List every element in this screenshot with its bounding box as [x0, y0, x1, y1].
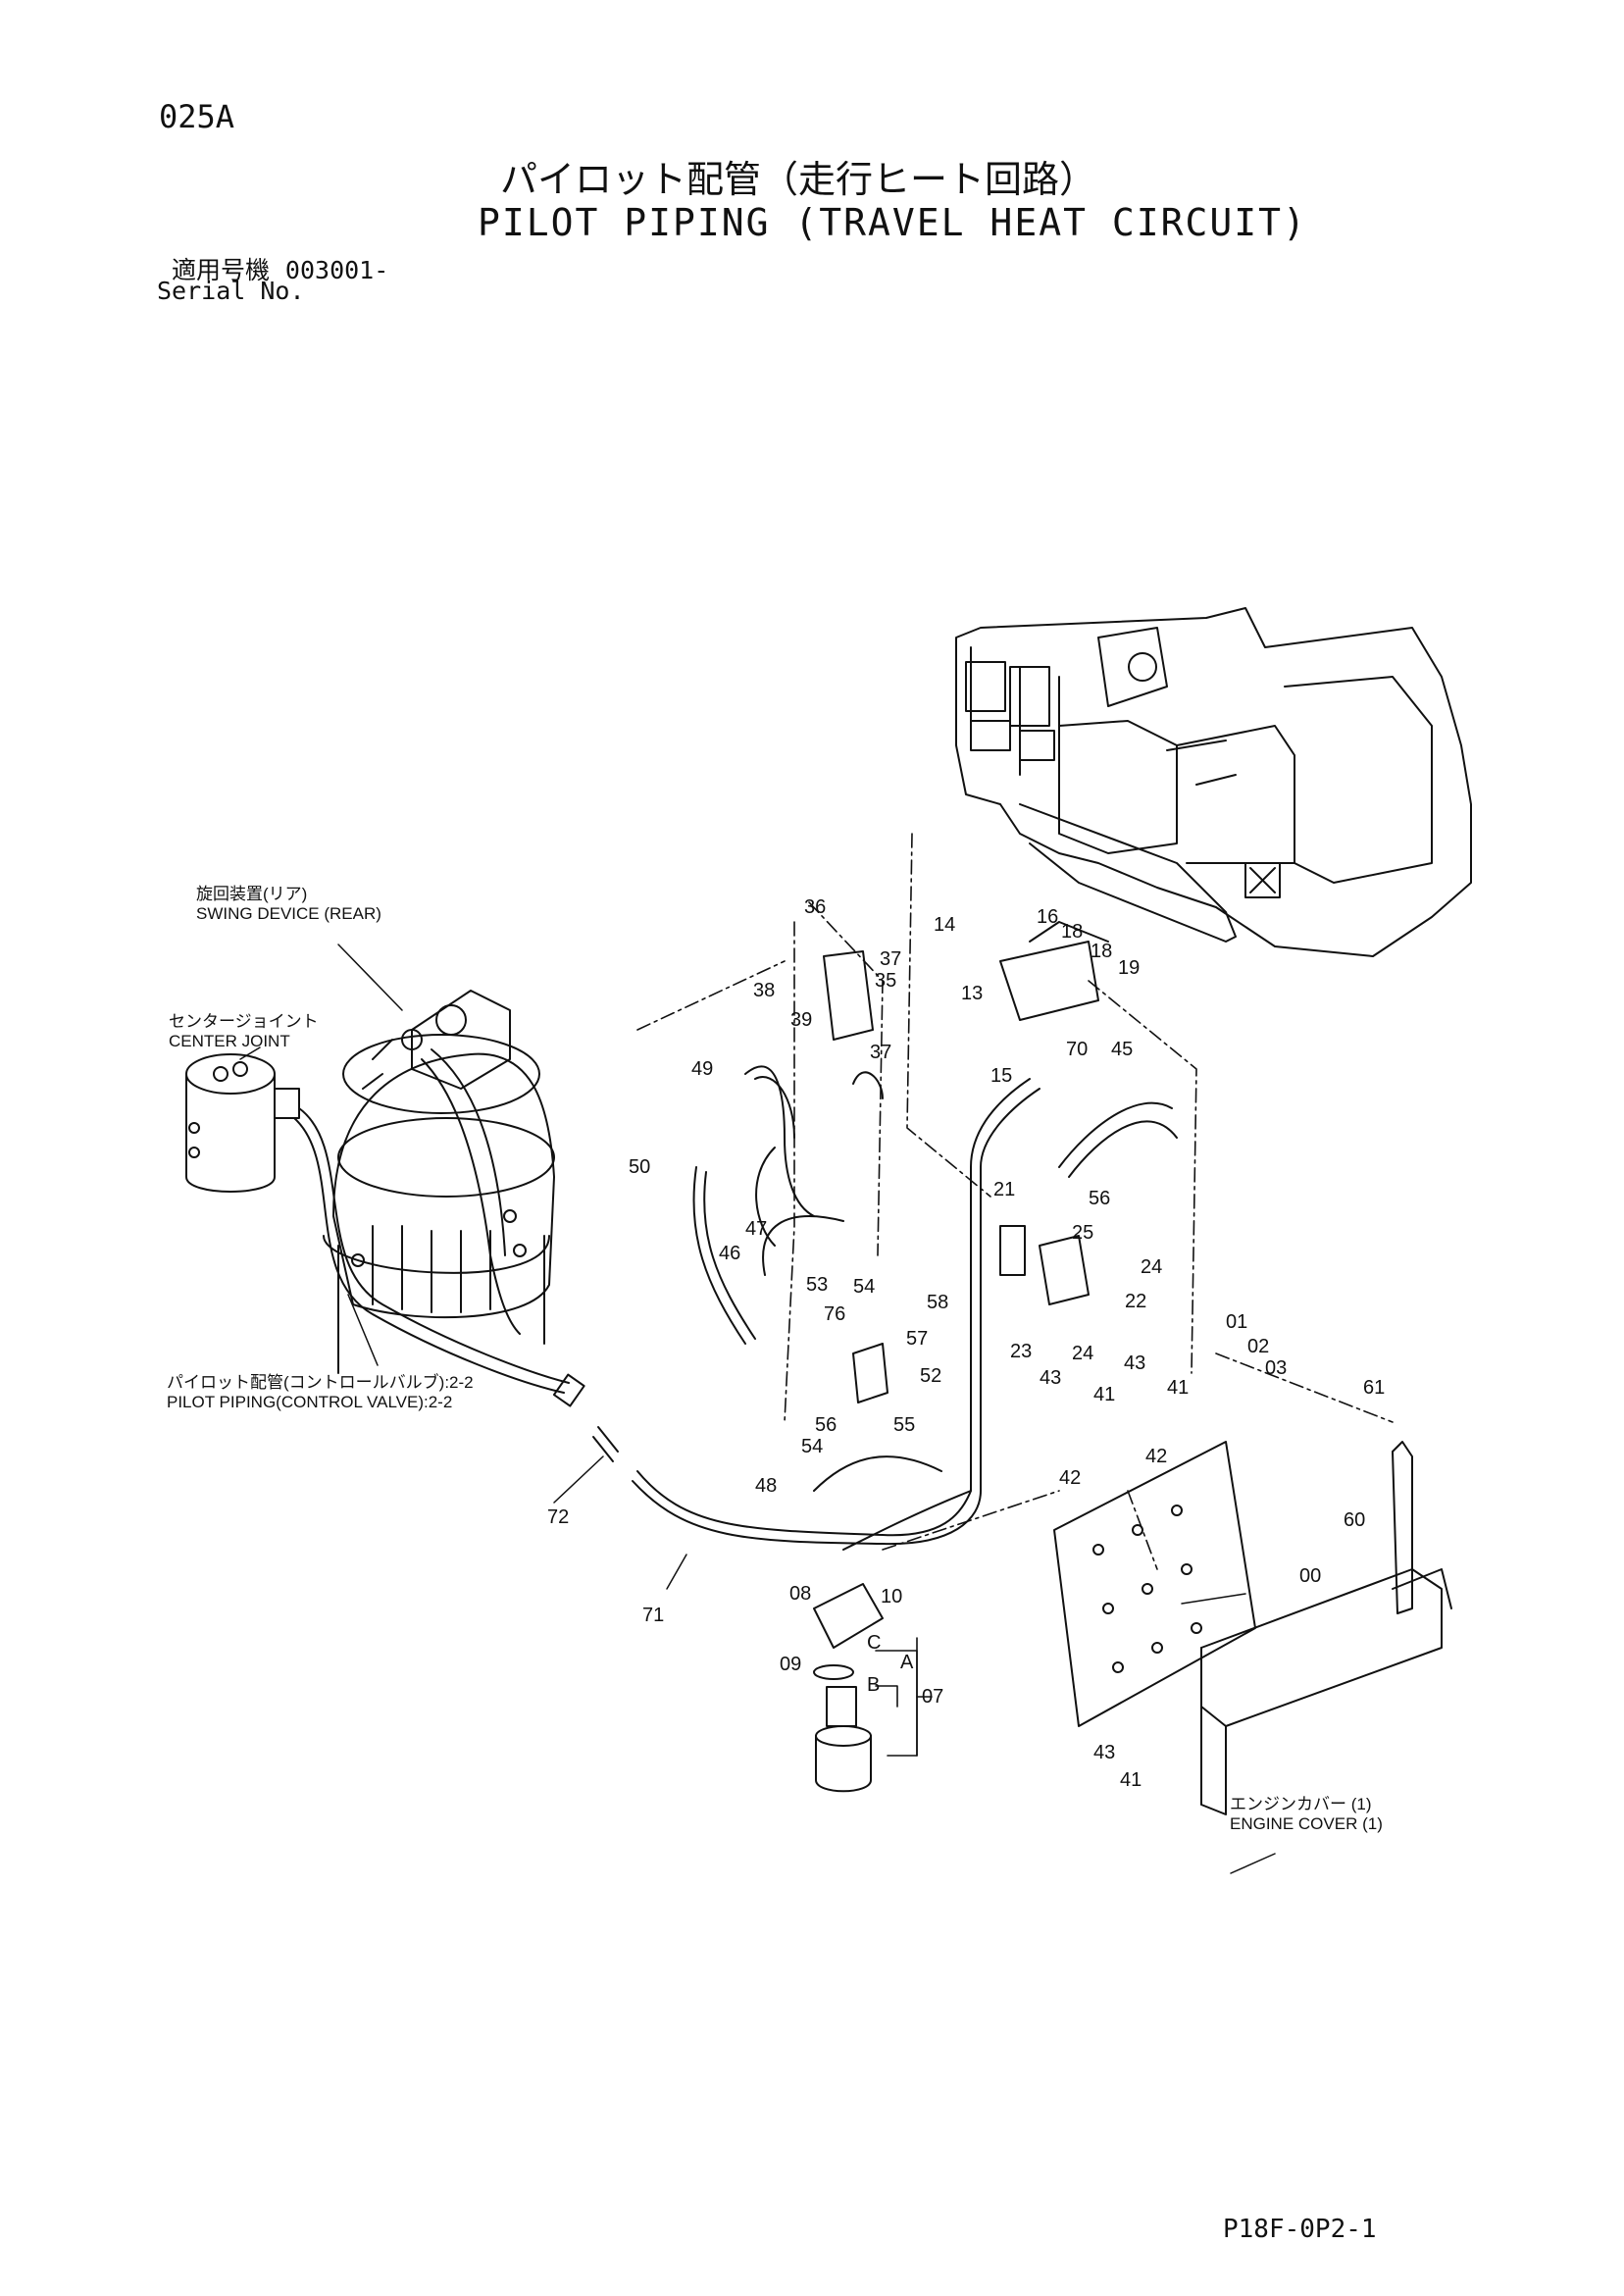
part-label: 43 [1124, 1352, 1146, 1374]
swing-device-label-japanese: 旋回装置(リア) [196, 885, 308, 903]
part-label: 18 [1091, 941, 1113, 962]
part-label: 24 [1072, 1343, 1094, 1364]
callout-leader-lines [239, 944, 1276, 1874]
engine-cover-label-japanese: エンジンカバー (1) [1230, 1795, 1372, 1813]
part-label: 21 [993, 1179, 1016, 1200]
serial-value: 003001- [284, 256, 389, 284]
part-label: 15 [990, 1065, 1013, 1087]
part-label: 09 [780, 1654, 802, 1675]
upper-structure-drawing [955, 607, 1472, 957]
part-label: 24 [1141, 1256, 1163, 1278]
part-label: 38 [753, 980, 776, 1001]
part-label: 45 [1111, 1039, 1134, 1060]
engine-cover-label-english: ENGINE COVER (1) [1230, 1814, 1383, 1833]
part-label: 08 [789, 1583, 812, 1605]
part-label: C [867, 1632, 882, 1654]
part-label: 01 [1226, 1311, 1248, 1333]
swing-device-drawing [323, 990, 555, 1374]
part-label: 72 [547, 1506, 570, 1528]
part-label: 43 [1093, 1742, 1116, 1763]
part-label: 46 [719, 1243, 741, 1264]
engine-cover-callout: エンジンカバー (1) ENGINE COVER (1) [1230, 1795, 1383, 1834]
swing-device-callout: 旋回装置(リア) SWING DEVICE (REAR) [196, 885, 381, 924]
part-label: B [867, 1674, 881, 1696]
part-label: 10 [881, 1586, 903, 1607]
valve-block-drawing [823, 921, 1109, 1403]
part-label: 57 [906, 1328, 929, 1350]
filter-assembly-drawing [813, 1583, 884, 1793]
part-label: 76 [824, 1303, 846, 1325]
part-label: 43 [1040, 1367, 1062, 1389]
page-title-english: PILOT PIPING (TRAVEL HEAT CIRCUIT) [478, 201, 1307, 244]
center-joint-label-english: CENTER JOINT [169, 1032, 290, 1050]
pilot-piping-control-valve-callout: パイロット配管(コントロールバルブ):2-2 PILOT PIPING(CONT… [167, 1373, 474, 1412]
part-label: 00 [1299, 1565, 1322, 1587]
part-label: 54 [801, 1436, 824, 1457]
part-label: 56 [1089, 1188, 1111, 1209]
part-label: 02 [1247, 1336, 1270, 1357]
center-joint-label-japanese: センタージョイント [169, 1012, 319, 1031]
part-label: 23 [1010, 1341, 1033, 1362]
page-title-japanese: パイロット配管（走行ヒート回路） [500, 158, 1097, 201]
part-label: 37 [870, 1042, 892, 1063]
part-label: 61 [1363, 1377, 1386, 1399]
part-label: 25 [1072, 1222, 1094, 1244]
part-label: 19 [1118, 957, 1141, 979]
part-label: 13 [961, 983, 984, 1004]
part-label: 60 [1344, 1509, 1366, 1531]
part-label: 35 [875, 970, 897, 992]
part-label: 42 [1059, 1467, 1082, 1489]
extension-lines [636, 833, 1394, 1570]
engine-cover-frame-drawing [1200, 1568, 1452, 1815]
part-label: A [900, 1652, 914, 1673]
part-label: 54 [853, 1276, 876, 1298]
part-label: 56 [815, 1414, 837, 1436]
part-label: 50 [629, 1156, 651, 1178]
center-joint-callout: センタージョイント CENTER JOINT [169, 1012, 319, 1051]
page-code: 025A [159, 98, 235, 135]
part-label: 03 [1265, 1357, 1288, 1379]
part-label: 41 [1167, 1377, 1190, 1399]
part-label: 53 [806, 1274, 829, 1296]
swing-device-label-english: SWING DEVICE (REAR) [196, 904, 381, 923]
center-joint-drawing [185, 1053, 300, 1193]
part-label: 18 [1061, 921, 1084, 943]
part-label: 14 [934, 914, 956, 936]
pilot-cv-label-japanese: パイロット配管(コントロールバルブ):2-2 [167, 1373, 474, 1392]
serial-label-english: Serial No. [157, 277, 305, 305]
part-label: 41 [1093, 1384, 1116, 1405]
part-label: 55 [893, 1414, 916, 1436]
part-label: 41 [1120, 1769, 1142, 1791]
part-label: 70 [1066, 1039, 1089, 1060]
drawing-code: P18F-0P2-1 [1223, 2215, 1377, 2244]
part-label: 07 [922, 1686, 944, 1708]
part-label: 48 [755, 1475, 778, 1497]
part-label: 49 [691, 1058, 714, 1080]
part-label: 47 [745, 1218, 768, 1240]
hose-drawing [293, 1048, 1178, 1551]
part-label: 71 [642, 1605, 665, 1626]
part-label: 37 [880, 948, 902, 970]
part-label: 36 [804, 896, 827, 918]
part-label: 42 [1145, 1446, 1168, 1467]
part-label: 58 [927, 1292, 949, 1313]
part-label: 16 [1037, 906, 1059, 928]
serial-label-japanese: 適用号機 [172, 256, 271, 284]
pilot-cv-label-english: PILOT PIPING(CONTROL VALVE):2-2 [167, 1393, 453, 1411]
part-label: 52 [920, 1365, 942, 1387]
mounting-plate-drawing [1053, 1441, 1256, 1727]
part-label: 22 [1125, 1291, 1147, 1312]
serial-line-japanese: 適用号機 003001- [172, 251, 388, 286]
part-label: 39 [790, 1009, 813, 1031]
filter-leader-lines [875, 1637, 933, 1757]
